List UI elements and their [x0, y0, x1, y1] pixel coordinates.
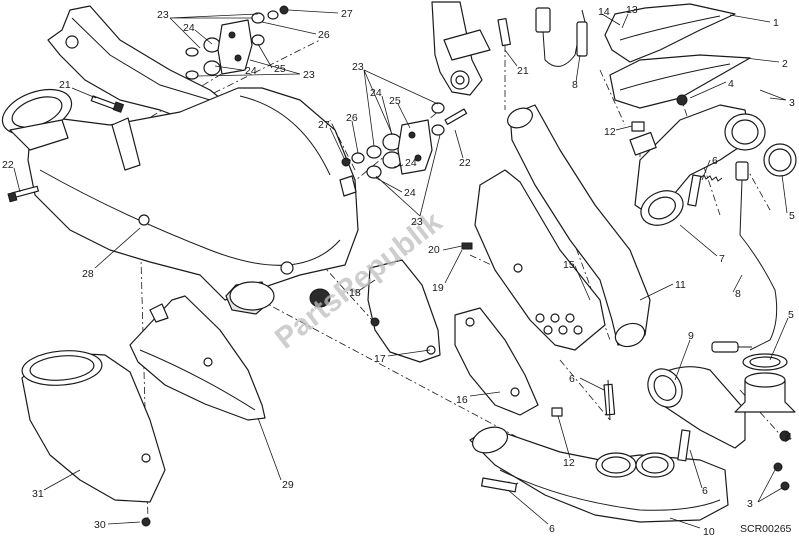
callout-28: 28: [82, 268, 94, 280]
rear-header-9: [647, 366, 746, 449]
callout-24: 24: [405, 157, 417, 169]
callout-10: 10: [703, 526, 715, 536]
callout-3: 3: [789, 97, 795, 109]
callout-27: 27: [341, 8, 353, 20]
heat-shield-upper-2: [609, 54, 751, 109]
callout-18: 18: [349, 287, 361, 299]
callout-24: 24: [183, 22, 195, 34]
callout-31: 31: [32, 488, 44, 500]
nut-4-lower: [779, 430, 791, 442]
collector-pipe-10: [469, 426, 729, 523]
callout-19: 19: [432, 282, 444, 294]
callout-6: 6: [569, 373, 575, 385]
callout-12: 12: [563, 457, 575, 469]
callout-8: 8: [572, 79, 578, 91]
callout-26: 26: [346, 112, 358, 124]
callout-24: 24: [245, 65, 257, 77]
callout-4: 4: [786, 431, 792, 443]
mount-hardware-upper-group: [185, 5, 289, 80]
callout-27: 27: [318, 119, 330, 131]
callout-8: 8: [735, 288, 741, 300]
callout-16: 16: [456, 394, 468, 406]
link-pipe-11: [507, 104, 651, 348]
washer-3-lower-b: [780, 481, 790, 491]
callout-20: 20: [428, 244, 440, 256]
callout-30: 30: [94, 519, 106, 531]
mount-hardware-middle-group: [341, 102, 468, 179]
callout-21: 21: [59, 79, 71, 91]
callout-23: 23: [303, 69, 315, 81]
diagram-code: SCR00265: [740, 523, 792, 535]
callout-4: 4: [728, 78, 734, 90]
heat-shield-16: [454, 307, 539, 416]
silencer-end-cap: [1, 88, 73, 151]
footpeg-hanger-bracket: [431, 1, 511, 96]
rubber-grommet: [309, 288, 331, 308]
heat-shield-17: [367, 259, 441, 363]
spring-6-upper: [687, 174, 723, 207]
front-header-upper-pipe: [629, 104, 766, 226]
callout-14: 14: [598, 6, 610, 18]
nut-4-upper: [676, 94, 688, 106]
callout-21: 21: [517, 65, 529, 77]
washer-3-lower-a: [773, 462, 783, 472]
nut-30: [141, 517, 151, 527]
spring-6-lower-right: [677, 429, 691, 462]
callout-1: 1: [773, 17, 779, 29]
heat-shield-upper-1: [604, 3, 736, 63]
callout-22: 22: [2, 159, 14, 171]
callout-26: 26: [318, 29, 330, 41]
callout-6: 6: [712, 155, 718, 167]
header-flange-5-lower: [734, 353, 796, 413]
callout-15: 15: [563, 259, 575, 271]
muffler-cover-29: [129, 295, 266, 421]
leader-lines: [13, 9, 789, 529]
clamp-12-lower: [551, 407, 563, 417]
callout-11: 11: [675, 279, 686, 291]
callout-29: 29: [282, 479, 294, 491]
spring-6-middle: [603, 379, 616, 421]
lambda-sensor-right: [711, 161, 778, 353]
callout-25: 25: [389, 95, 401, 107]
callout-17: 17: [374, 353, 386, 365]
callout-7: 7: [719, 253, 725, 265]
callout-12: 12: [604, 126, 616, 138]
callout-6: 6: [702, 485, 708, 497]
callout-3: 3: [747, 498, 753, 510]
muffler-tail-31: [21, 350, 166, 503]
bolt-21-left: [90, 95, 125, 113]
spring-6-lower-left: [481, 477, 519, 493]
heat-shield-15: [474, 169, 606, 351]
callout-9: 9: [688, 330, 694, 342]
lambda-sensor-upper: [535, 7, 588, 67]
callout-23: 23: [352, 61, 364, 73]
callout-22: 22: [459, 157, 471, 169]
bolt-20: [461, 242, 473, 250]
callout-2: 2: [782, 58, 788, 70]
bolt-22-left: [7, 185, 40, 203]
clamp-12-upper: [631, 121, 645, 132]
callout-24: 24: [370, 87, 382, 99]
callout-5: 5: [788, 309, 794, 321]
callout-24: 24: [404, 187, 416, 199]
callout-6: 6: [549, 523, 555, 535]
gasket-5-upper: [763, 143, 797, 177]
callout-25: 25: [274, 63, 286, 75]
silencer-body-part-28: [27, 87, 359, 315]
callout-23: 23: [411, 216, 423, 228]
callout-23: 23: [157, 9, 169, 21]
callout-5: 5: [789, 210, 795, 222]
rear-frame-bracket: [47, 5, 236, 126]
callout-13: 13: [626, 4, 638, 16]
